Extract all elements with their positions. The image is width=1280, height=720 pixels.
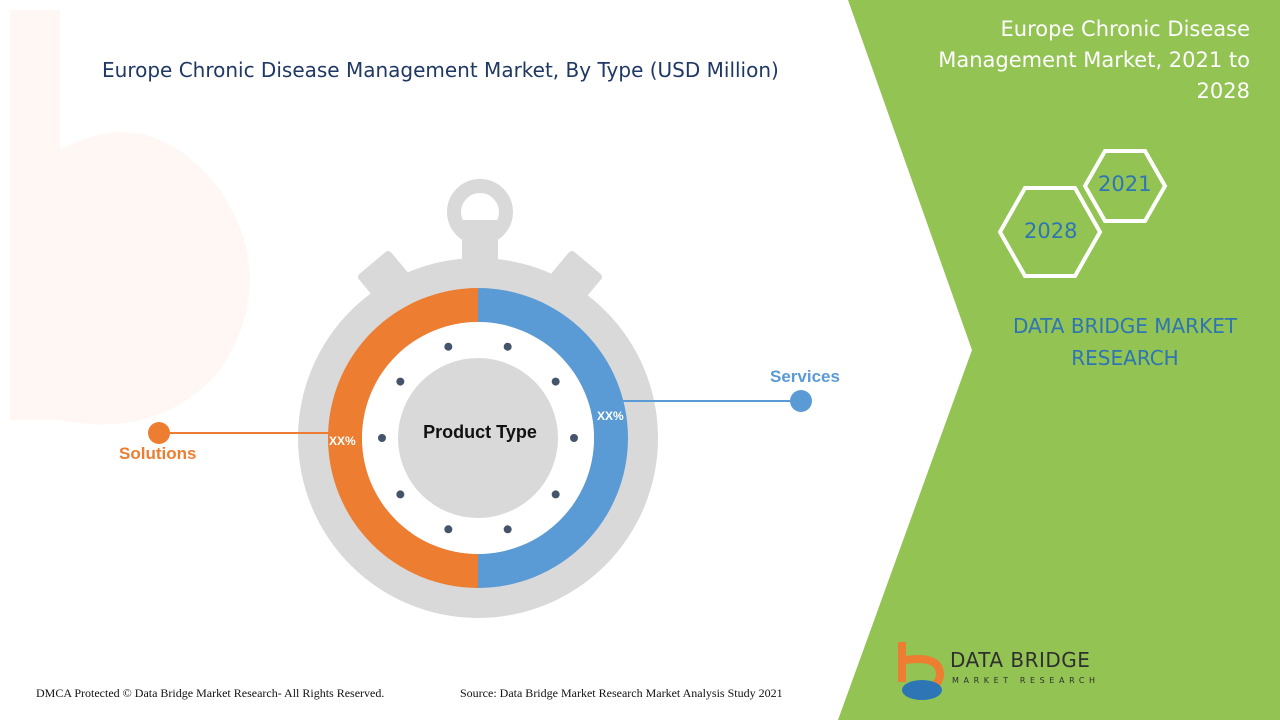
tick-dot	[444, 525, 453, 534]
donut-chart	[328, 288, 628, 588]
donut-slice-services	[478, 288, 628, 588]
tick-dots	[378, 342, 578, 534]
services-callout-dot	[790, 390, 812, 412]
donut-slice-solutions	[328, 288, 478, 588]
center-circle	[398, 358, 558, 518]
side-panel-title: Europe Chronic Disease Management Market…	[938, 17, 1250, 103]
year-start-label: 2021	[1098, 172, 1152, 196]
data-bridge-logo-mark	[898, 642, 945, 700]
copyright-notice: DMCA Protected © Data Bridge Market Rese…	[36, 686, 385, 700]
source-note: Source: Data Bridge Market Research Mark…	[460, 686, 783, 700]
tick-dot	[503, 525, 512, 534]
logo-tagline: MARKET RESEARCH	[952, 676, 1100, 685]
tick-dot	[551, 377, 560, 386]
value-label-services: XX%	[597, 409, 624, 423]
tick-dot	[551, 490, 560, 499]
brand-name: DATA BRIDGE MARKET RESEARCH	[1012, 314, 1238, 370]
legend-label-solutions: Solutions	[119, 444, 197, 463]
tick-dot	[378, 434, 386, 442]
year-end-label: 2028	[1024, 219, 1078, 243]
logo-name: DATA BRIDGE	[950, 648, 1091, 672]
legend-label-services: Services	[770, 367, 840, 386]
tick-dot	[503, 342, 512, 351]
tick-dot	[444, 342, 453, 351]
center-label: Product Type	[423, 422, 537, 442]
tick-dot	[396, 377, 405, 386]
tick-dot	[396, 490, 405, 499]
hexagon-2021	[1082, 149, 1168, 223]
green-side-panel	[838, 0, 1280, 720]
chart-title: Europe Chronic Disease Management Market…	[102, 58, 779, 82]
value-label-solutions: XX%	[329, 434, 356, 448]
tick-dot	[570, 434, 578, 442]
hexagon-2028	[997, 186, 1103, 278]
solutions-callout-dot	[148, 422, 170, 444]
watermark	[10, 10, 250, 425]
